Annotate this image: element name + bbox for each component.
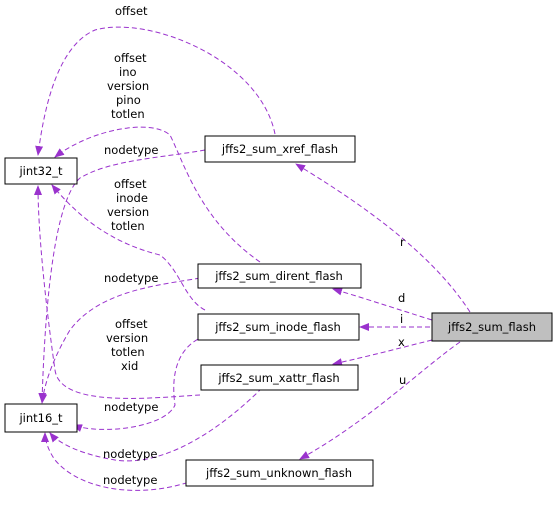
edge-label-flash-inode: i (400, 312, 403, 326)
node-jffs2-sum-dirent-flash[interactable]: jffs2_sum_dirent_flash (197, 263, 362, 289)
edge-label-inode-jint32: totlen (111, 219, 145, 233)
edges (34, 26, 471, 491)
edge-label-inode-jint32: inode (116, 191, 148, 205)
node-jffs2-sum-unknown-flash[interactable]: jffs2_sum_unknown_flash (185, 459, 374, 487)
edge-flash-to-xattr (332, 339, 433, 367)
edge-label-dirent-jint32: ino (119, 65, 137, 79)
edge-label-dirent-jint32: offset (114, 51, 147, 65)
node-jint32[interactable]: jint32_t (4, 157, 78, 185)
node-jffs2-sum-flash[interactable]: jffs2_sum_flash (431, 312, 553, 342)
edge-flash-to-xref (295, 163, 471, 313)
node-label: jffs2_sum_inode_flash (214, 320, 341, 334)
node-jffs2-sum-inode-flash[interactable]: jffs2_sum_inode_flash (197, 313, 360, 341)
node-label: jffs2_sum_xref_flash (221, 142, 338, 156)
edge-label-flash-xattr: x (398, 335, 405, 349)
edge-label-inode-jint16: nodetype (104, 400, 158, 414)
edge-flash-to-unknown (299, 341, 461, 460)
edge-xattr-to-jint32 (34, 185, 201, 399)
edge-dirent-to-jint32 (54, 126, 261, 263)
node-jint16[interactable]: jint16_t (4, 403, 78, 433)
node-label: jffs2_sum_unknown_flash (205, 466, 352, 480)
edge-xref-to-jint16 (38, 149, 206, 403)
edge-label-dirent-jint32: pino (116, 93, 141, 107)
edge-dirent-to-jint16 (39, 277, 201, 404)
edge-flash-to-dirent (332, 287, 433, 321)
node-jffs2-sum-xattr-flash[interactable]: jffs2_sum_xattr_flash (200, 364, 359, 391)
node-jffs2-sum-xref-flash[interactable]: jffs2_sum_xref_flash (204, 135, 356, 163)
node-label: jint32_t (18, 164, 63, 178)
edge-label-xattr-jint32: totlen (111, 345, 145, 359)
edge-label-inode-jint32: version (107, 205, 149, 219)
edge-label-dirent-jint16: nodetype (104, 271, 158, 285)
node-label: jint16_t (18, 411, 63, 425)
edge-label-xref-jint32: offset (115, 4, 148, 18)
edge-label-xattr-jint32: version (106, 331, 148, 345)
node-label: jffs2_sum_xattr_flash (217, 371, 339, 385)
edge-inode-to-jint16 (72, 335, 206, 432)
edge-label-flash-unknown: u (399, 373, 406, 387)
edge-unknown-to-jint16 (41, 432, 196, 491)
edge-label-xref-jint16: nodetype (104, 143, 158, 157)
edge-label-xattr-jint32: offset (115, 317, 148, 331)
edge-inode-to-jint32 (51, 184, 206, 311)
edge-label-dirent-jint32: version (107, 79, 149, 93)
edge-label-xattr-jint32: xid (121, 359, 138, 373)
edge-label-flash-xref: r (400, 235, 405, 249)
edge-label-xattr-jint16: nodetype (103, 447, 157, 461)
edge-labels: offset offset ino version pino totlen no… (103, 4, 406, 487)
edge-label-flash-dirent: d (398, 291, 405, 305)
edge-xref-to-jint32 (35, 26, 276, 156)
node-label: jffs2_sum_dirent_flash (214, 269, 343, 283)
edge-label-inode-jint32: offset (114, 177, 147, 191)
edge-xattr-to-jint16 (49, 387, 263, 462)
edge-label-unknown-jint16: nodetype (103, 473, 157, 487)
node-label: jffs2_sum_flash (447, 320, 536, 334)
edge-label-dirent-jint32: totlen (111, 107, 145, 121)
